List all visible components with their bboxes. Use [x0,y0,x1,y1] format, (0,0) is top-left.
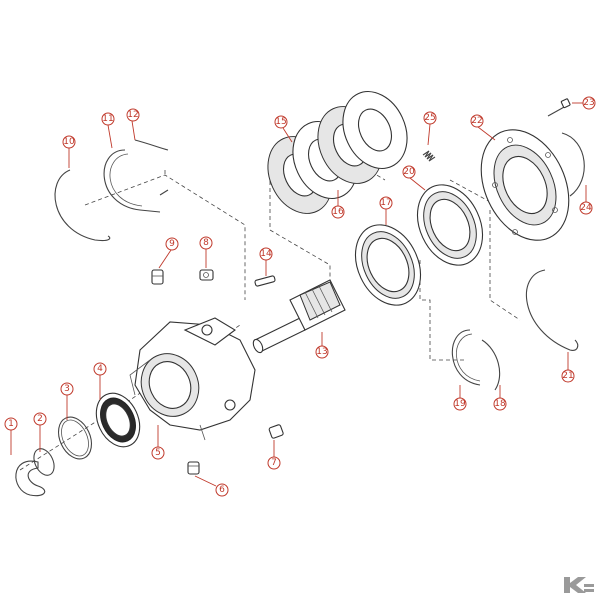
callout-25-label: 25 [424,113,435,123]
part-4-bearing [95,392,141,448]
callout-13: 13 [315,332,329,359]
callout-19-label: 19 [454,399,466,409]
part-8-plug [199,269,214,281]
callout-8-label: 8 [203,238,209,248]
part-12-ring-end [134,139,169,196]
part-13-splined-shaft [252,279,346,354]
callout-11-label: 11 [102,114,113,124]
callout-8: 8 [199,236,213,268]
callout-24: 24 [579,185,593,215]
part-23-screw [547,98,571,117]
callout-3: 3 [60,382,74,420]
callout-13-label: 13 [316,347,327,357]
callout-10: 10 [62,135,76,168]
callout-19: 19 [453,385,467,411]
callout-15-label: 15 [275,117,286,127]
callout-7: 7 [267,440,281,470]
callout-14: 14 [259,247,273,276]
callout-7-label: 7 [271,458,277,468]
callout-11: 11 [101,112,115,149]
part-14-key [254,275,276,287]
callout-4-label: 4 [97,364,103,374]
callout-9: 9 [158,237,179,269]
part-20-bearing-cup [416,184,484,266]
part-24-spring-ring [561,132,585,197]
callout-20-label: 20 [403,167,415,177]
callout-16: 16 [331,190,345,219]
callout-9-label: 9 [169,239,175,249]
callout-12-label: 12 [127,110,138,120]
callout-17-label: 17 [380,198,391,208]
callout-6: 6 [194,475,229,497]
callout-16-label: 16 [332,207,344,217]
callout-18-label: 18 [494,399,506,409]
callout-1: 1 [4,417,18,455]
callout-3-label: 3 [64,384,70,394]
part-1-snap-ring [15,460,46,497]
callout-5-label: 5 [155,448,161,458]
part-7-plug [268,424,284,439]
callout-1-label: 1 [8,419,14,429]
part-21-snap-ring [525,269,579,351]
part-6-plug [187,461,200,475]
k-brand-logo-icon [564,577,594,593]
callout-20: 20 [402,165,426,191]
part-15-16-clutch-disc-pack [267,91,408,214]
callout-14-label: 14 [260,249,272,259]
callout-24-label: 24 [580,203,592,213]
callout-2: 2 [33,412,47,452]
part-18-half-ring [481,339,501,391]
callout-4: 4 [93,362,107,400]
part-3-retaining-ring [57,416,93,460]
part-22-cover-flange [480,129,570,241]
part-17-seal-ring [354,224,422,306]
callout-2-label: 2 [37,414,43,424]
part-2-washer [33,448,55,476]
part-19-half-ring [451,329,481,386]
callout-23: 23 [572,96,596,110]
callout-25: 25 [423,111,437,146]
callout-15: 15 [274,115,293,143]
part-5-housing [129,317,256,441]
part-9-breather [151,269,164,285]
callout-21: 21 [561,352,575,383]
callout-18: 18 [493,385,507,411]
callout-21-label: 21 [562,371,573,381]
part-11-half-ring [103,149,161,213]
callout-6-label: 6 [219,485,225,495]
part-25-spring [422,150,436,162]
callout-22-label: 22 [471,116,482,126]
callout-12: 12 [126,108,140,141]
callout-10-label: 10 [63,137,75,147]
callout-22: 22 [470,114,496,141]
part-10-spring-ring [54,169,111,242]
callout-23-label: 23 [583,98,594,108]
callout-5: 5 [151,425,165,460]
callout-17: 17 [379,196,393,225]
